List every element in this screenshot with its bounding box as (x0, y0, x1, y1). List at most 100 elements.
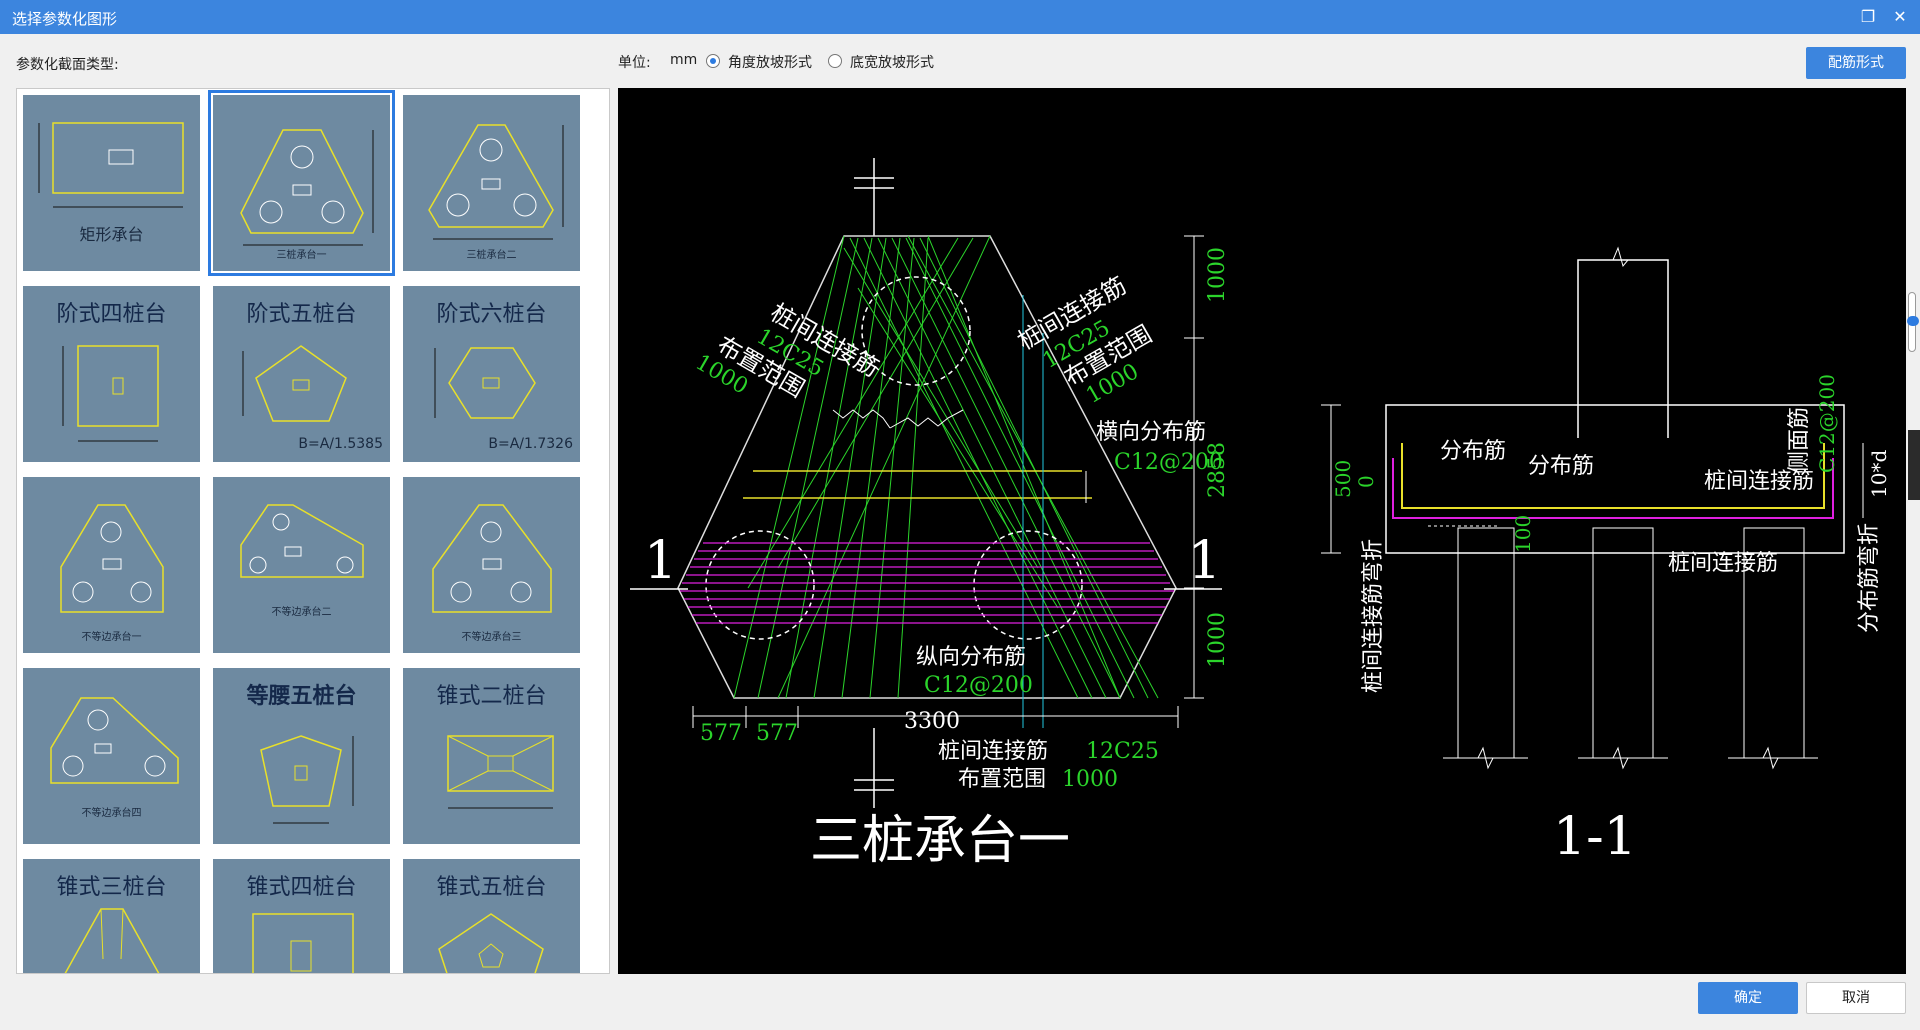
shape-thumb: 锥式五桩台 (403, 859, 580, 973)
shape-thumb: 阶式四桩台 (23, 286, 200, 462)
step-six-pile-preview (434, 347, 536, 419)
shape-item-cone-three[interactable]: 锥式三桩台 (19, 855, 209, 973)
shape-item-cone-two[interactable]: 锥式二桩台 (399, 664, 589, 855)
section-title: 1-1 (1553, 807, 1637, 867)
shape-thumb: 锥式三桩台 (23, 859, 200, 973)
shape-name: 矩形承台 (79, 225, 144, 244)
shape-thumb: 阶式五桩台 B=A/1.5385 (213, 286, 390, 462)
dim-1000-top: 1000 (1205, 247, 1230, 303)
shape-name: 不等边承台二 (271, 607, 332, 618)
isosceles-five-preview (260, 735, 354, 824)
label-side-spec: C12@200 (1815, 374, 1839, 473)
side-dock (1908, 430, 1920, 500)
rebar-form-button[interactable]: 配筋形式 (1806, 47, 1906, 79)
uneq-3-preview (432, 504, 552, 613)
unit-label: 单位: (618, 55, 651, 71)
label-dist-hook: 分布筋弯折 (1857, 523, 1882, 633)
restore-icon[interactable]: ❐ (1860, 7, 1876, 26)
shape-thumb: 三桩承台一 (208, 90, 395, 276)
shape-item-three-pile-2[interactable]: 三桩承台二 (399, 91, 589, 282)
shape-item-uneq-4[interactable]: 不等边承台四 (19, 664, 209, 855)
shape-name: 锥式三桩台 (56, 875, 167, 900)
label-bottom-link-spec: 12C25 (1086, 739, 1159, 764)
canvas-scroll-thumb[interactable] (1907, 316, 1919, 326)
uneq-2-preview (240, 504, 364, 578)
shape-name: 不等边承台一 (81, 632, 142, 643)
ok-button[interactable]: 确定 (1698, 982, 1798, 1014)
cone-five-preview (438, 913, 544, 973)
shape-thumb: 等腰五桩台 (213, 668, 390, 844)
step-four-pile-preview (62, 345, 159, 442)
shape-thumb: 不等边承台二 (213, 477, 390, 653)
radio-angle-label[interactable]: 角度放坡形式 (728, 55, 812, 71)
radio-angle-slope[interactable] (706, 54, 720, 68)
shape-thumb: 矩形承台 (23, 95, 200, 271)
label-link-rebar-section-2: 桩间连接筋 (1668, 551, 1778, 576)
label-side-rebar: 侧面筋 (1787, 407, 1812, 473)
label-link-hook: 桩间连接筋弯折 (1361, 539, 1386, 693)
shape-name: 阶式五桩台 (246, 302, 357, 327)
shape-thumb: 不等边承台三 (403, 477, 580, 653)
label-transverse: 横向分布筋 (1096, 420, 1206, 445)
dim-1000-bottom: 1000 (1205, 612, 1230, 668)
shape-name: 阶式六桩台 (436, 302, 547, 327)
plan-title: 三桩承台一 (810, 811, 1070, 871)
shape-name: 不等边承台四 (81, 808, 142, 819)
dim-100: 100 (1511, 515, 1535, 553)
radio-bottom-label[interactable]: 底宽放坡形式 (850, 55, 934, 71)
shape-item-uneq-3[interactable]: 不等边承台三 (399, 473, 589, 664)
shape-thumb: 三桩承台二 (403, 95, 580, 271)
three-pile-2-preview (428, 124, 564, 240)
shape-list: 矩形承台 三桩承台一 (16, 88, 610, 974)
shape-thumb: 锥式二桩台 (403, 668, 580, 844)
close-icon[interactable]: ✕ (1893, 7, 1907, 26)
cancel-button[interactable]: 取消 (1806, 982, 1906, 1014)
label-bottom-range: 布置范围 (958, 767, 1046, 792)
label-longitudinal-spec: C12@200 (924, 673, 1033, 698)
cone-four-preview (252, 913, 354, 973)
shape-item-rect-cap[interactable]: 矩形承台 (19, 91, 209, 282)
label-longitudinal: 纵向分布筋 (916, 645, 1026, 670)
shape-name: 不等边承台三 (461, 632, 522, 643)
shape-name: 等腰五桩台 (246, 683, 357, 709)
shape-thumb: 不等边承台一 (23, 477, 200, 653)
step-five-pile-preview (242, 345, 347, 422)
shape-item-step-six-pile[interactable]: 阶式六桩台 B=A/1.7326 (399, 282, 589, 473)
radio-bottom-slope[interactable] (828, 54, 842, 68)
shape-item-uneq-1[interactable]: 不等边承台一 (19, 473, 209, 664)
shape-name: 锥式二桩台 (436, 684, 547, 709)
shape-item-uneq-2[interactable]: 不等边承台二 (209, 473, 399, 664)
shape-thumb: 锥式四桩台 (213, 859, 390, 973)
shape-item-cone-four[interactable]: 锥式四桩台 (209, 855, 399, 973)
shape-name: 锥式五桩台 (436, 875, 547, 900)
rect-cap-preview (38, 122, 184, 208)
shape-name: 阶式四桩台 (56, 302, 167, 327)
shape-item-step-four-pile[interactable]: 阶式四桩台 (19, 282, 209, 473)
label-distribution-1: 分布筋 (1440, 439, 1506, 464)
hook-length: 10*d (1867, 450, 1891, 498)
three-pile-1-preview (240, 129, 374, 246)
list-scrollbar[interactable] (609, 193, 610, 761)
shape-name: 三桩承台一 (276, 250, 327, 261)
shape-item-isosceles-five[interactable]: 等腰五桩台 (209, 664, 399, 855)
shape-item-three-pile-1[interactable]: 三桩承台一 (208, 90, 399, 282)
dim-0: 0 (1354, 475, 1378, 488)
dim-577-b: 577 (756, 721, 798, 746)
shape-item-step-five-pile[interactable]: 阶式五桩台 B=A/1.5385 (209, 282, 399, 473)
uneq-1-preview (60, 504, 164, 613)
unit-value: mm (670, 52, 698, 68)
label-bottom-link: 桩间连接筋 (938, 739, 1048, 764)
cone-two-preview (447, 735, 554, 809)
label-transverse-spec: C12@200 (1114, 450, 1223, 475)
shape-thumb: 不等边承台四 (23, 668, 200, 844)
cad-drawing: 1 1 1000 2858 1000 577 577 3300 桩间连接筋 12… (630, 158, 1891, 871)
shape-name: 锥式四桩台 (246, 875, 357, 900)
shape-item-cone-five[interactable]: 锥式五桩台 (399, 855, 589, 973)
section-mark-left: 1 (644, 531, 677, 591)
uneq-4-preview (50, 697, 179, 784)
title-bar: 选择参数化图形 ❐ ✕ (0, 0, 1920, 34)
drawing-canvas[interactable]: 1 1 1000 2858 1000 577 577 3300 桩间连接筋 12… (618, 88, 1906, 974)
label-distribution-2: 分布筋 (1528, 454, 1594, 479)
shape-name: 三桩承台二 (466, 250, 517, 261)
shape-thumb: 阶式六桩台 B=A/1.7326 (403, 286, 580, 462)
